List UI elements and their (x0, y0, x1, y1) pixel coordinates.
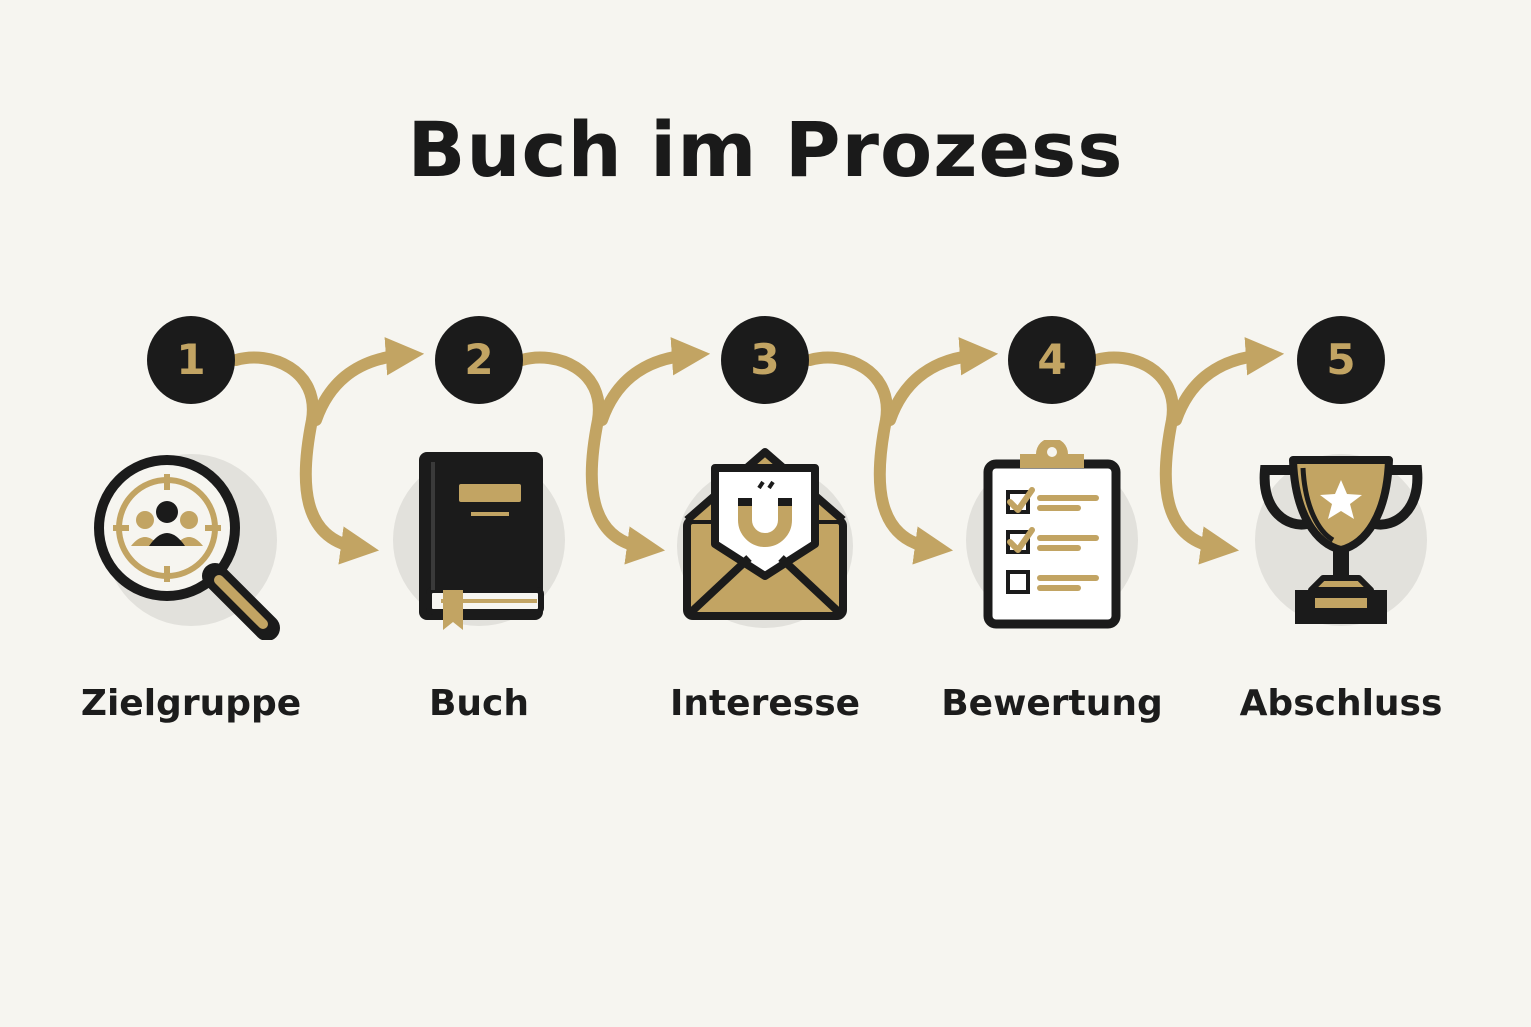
connector-arrow-to-badge-5 (1170, 337, 1285, 426)
envelope-magnet-icon (665, 440, 865, 640)
clipboard-checklist-icon (952, 440, 1152, 640)
connector-arrow-to-badge-4 (884, 337, 999, 426)
step-number-badge: 1 (147, 316, 235, 404)
step-number-badge: 2 (435, 316, 523, 404)
trophy-icon (1241, 440, 1441, 640)
page-title: Buch im Prozess (407, 105, 1124, 194)
step-label: Buch (428, 683, 530, 724)
step-label: Bewertung (941, 683, 1163, 724)
step-label: Zielgruppe (80, 683, 302, 724)
target-audience-magnifier-icon (91, 440, 291, 640)
step-number-badge: 3 (721, 316, 809, 404)
book-icon (379, 440, 579, 640)
connector-arrow-to-badge-3 (596, 337, 711, 426)
step-number-badge: 5 (1297, 316, 1385, 404)
step-number-badge: 4 (1008, 316, 1096, 404)
step-label: Interesse (669, 683, 861, 724)
step-label: Abschluss (1239, 683, 1443, 724)
connector-arrow-to-badge-2 (310, 337, 425, 426)
